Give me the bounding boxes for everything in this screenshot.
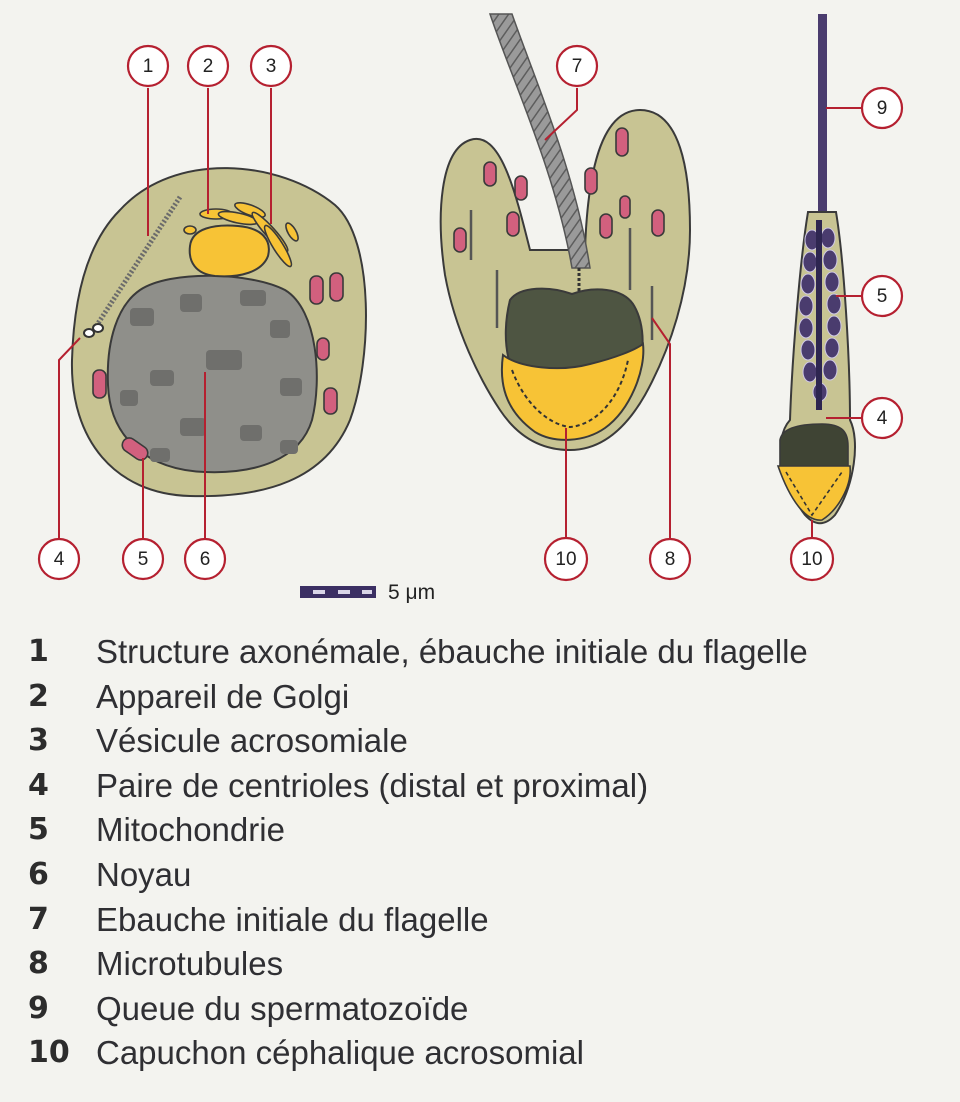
legend-number: 5 [28,812,49,848]
svg-text:1: 1 [143,56,154,77]
callout-6: 6 [183,537,227,581]
legend-label: Structure axonémale, ébauche initiale du… [96,633,808,670]
legend-label: Appareil de Golgi [96,677,350,715]
legend-item: 10 Capuchon céphalique acrosomial [0,1031,960,1076]
acrosomal-cap [501,342,645,441]
spermiogenesis-diagram: 1 2 3 4 5 6 7 10 8 9 5 4 [37,13,904,604]
callout-1: 1 [126,44,170,88]
legend-label: Ebauche initiale du flagelle [96,900,489,938]
legend-label: Capuchon céphalique acrosomial [96,1034,584,1072]
legend-item: 1 Structure axonémale, ébauche initiale … [0,630,960,675]
legend-number: 8 [28,946,49,982]
callout-10: 10 [789,536,835,582]
legend-label: Microtubules [96,945,284,983]
legend-item: 5 Mitochondrie [0,808,960,853]
legend-number: 9 [28,990,49,1026]
golgi-apparatus [183,201,299,268]
svg-text:9: 9 [877,98,888,119]
centriole-pair [83,323,104,338]
legend-number: 10 [28,1035,70,1071]
flagellum-precursor [488,13,591,269]
svg-text:5: 5 [138,549,149,570]
axoneme-core [816,220,822,410]
callout-7: 7 [555,44,599,88]
legend-number: 1 [28,634,49,669]
svg-text:6: 6 [200,549,211,570]
callout-4: 4 [860,396,904,440]
legend-item: 3 Vésicule acrosomiale [0,719,960,764]
elongating-spermatid [439,13,692,452]
acrosome-outline [511,359,629,429]
callout-4: 4 [37,537,81,581]
svg-text:4: 4 [877,408,888,429]
legend-label: Vésicule acrosomiale [96,722,408,760]
callout-5: 5 [121,537,165,581]
legend-label: Noyau [96,855,192,893]
callout-5: 5 [860,274,904,318]
callout-2: 2 [186,44,230,88]
acrosomal-vesicle [188,224,270,278]
condensed-nucleus [779,423,849,469]
mitochondria [453,127,665,253]
svg-text:4: 4 [54,549,65,570]
legend-number: 4 [28,767,49,803]
microtubules [469,210,654,340]
legend-label: Paire de centrioles (distal et proximal) [96,766,649,804]
legend-number: 2 [28,678,49,714]
acrosome-outline [785,471,843,517]
legend-label: Mitochondrie [96,811,285,849]
legend-item: 7 Ebauche initiale du flagelle [0,898,960,943]
callout-10: 10 [543,536,589,582]
legend-item: 9 Queue du spermatozoïde [0,987,960,1032]
legend-number: 6 [28,856,49,892]
chromatin-clumps [120,290,302,462]
legend-item: 4 Paire de centrioles (distal et proxima… [0,764,960,809]
legend-item: 8 Microtubules [0,942,960,987]
acrosomal-cap [776,465,851,521]
legend-number: 3 [28,723,49,759]
svg-text:3: 3 [266,56,277,77]
legend-item: 2 Appareil de Golgi [0,675,960,720]
svg-text:10: 10 [555,549,576,570]
legend-number: 7 [28,901,49,937]
leader-lines [58,88,861,548]
svg-text:8: 8 [665,549,676,570]
svg-text:7: 7 [572,56,583,77]
scale-bar: 5 μm [300,581,435,604]
legend-label: Queue du spermatozoïde [96,989,469,1027]
spermatid-cell [70,167,367,498]
callout-8: 8 [648,537,692,581]
mitochondria [92,272,344,461]
svg-text:2: 2 [203,56,214,77]
svg-text:5: 5 [877,286,888,307]
nucleus [106,274,318,474]
legend-item: 6 Noyau [0,853,960,898]
legend: 1 Structure axonémale, ébauche initiale … [0,630,960,1076]
spermatozoon [776,14,856,525]
tail [818,14,827,214]
scale-bar-label: 5 μm [388,581,435,604]
svg-text:10: 10 [801,549,822,570]
callout-9: 9 [860,86,904,130]
callout-3: 3 [249,44,293,88]
